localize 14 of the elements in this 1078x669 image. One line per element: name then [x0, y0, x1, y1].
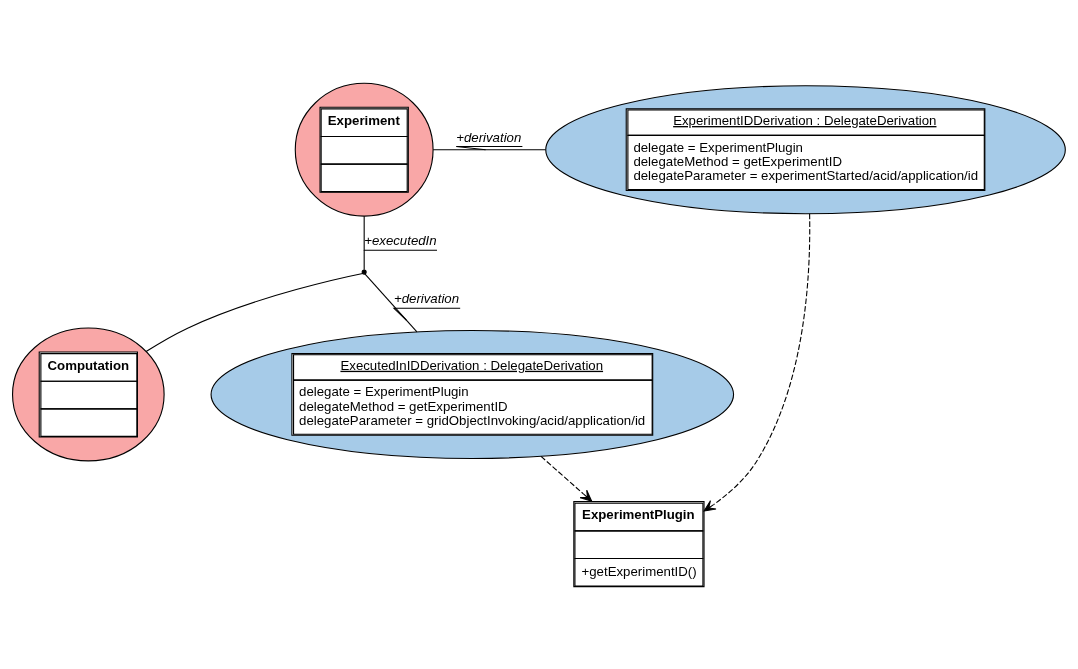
edge-label: +derivation	[393, 290, 460, 306]
arrow	[540, 455, 593, 502]
connector	[432, 145, 547, 150]
edge-label: +derivation	[456, 129, 522, 145]
node-ellipse: ExecutedInIDDerivation : DelegateDerivation delegate = ExperimentPlugin delegateMethod = getExperimentID delegateParameter = gridObjectInvoking/acid/application/id	[210, 329, 735, 459]
connector	[363, 215, 438, 270]
node-ellipse: Computation	[12, 327, 165, 461]
connector	[145, 272, 364, 352]
node-ellipse: ExperimentIDDerivation : DelegateDerivation delegate = ExperimentPlugin delegateMethod = getExperimentID delegateParameter = experimentStarted/acid/application/id	[545, 84, 1066, 214]
node-circle: Experiment	[294, 82, 434, 217]
node-point	[361, 269, 367, 275]
connector	[364, 272, 461, 332]
arrow	[703, 212, 811, 512]
edge-label: +executedIn	[364, 232, 437, 248]
